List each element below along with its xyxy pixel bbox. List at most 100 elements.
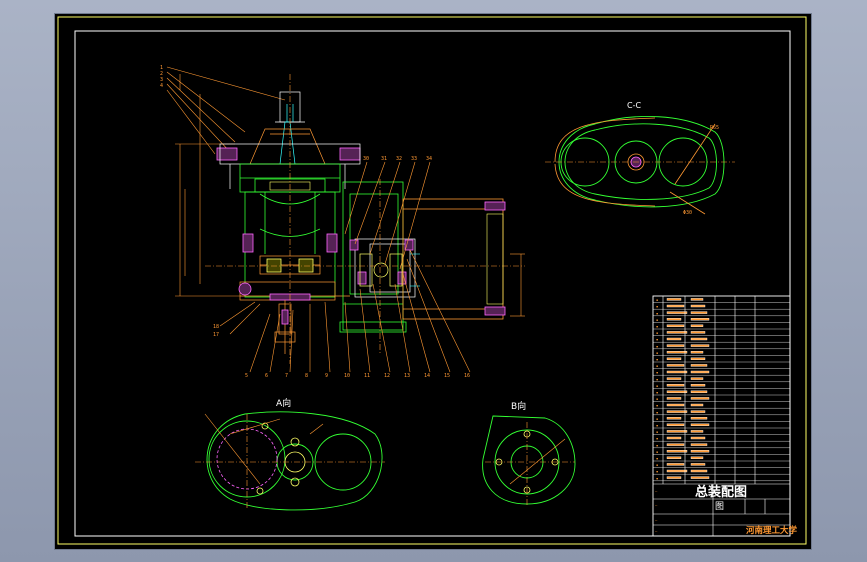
assembly-title: 总装配图 <box>695 484 747 500</box>
bom-cell-mark <box>666 351 688 354</box>
bom-cell-mark: ▪ <box>656 417 658 421</box>
bom-cell-mark <box>690 304 706 308</box>
bom-cell-mark <box>666 390 688 393</box>
inner-border <box>74 30 791 537</box>
bom-cell-mark: ▪ <box>656 384 658 388</box>
title-subtitle: 图 <box>715 501 724 512</box>
bom-cell-mark: ▪ <box>656 298 658 302</box>
bom-cell-mark <box>666 430 688 433</box>
bom-cell-mark <box>690 390 708 393</box>
bom-cell-mark <box>666 311 688 314</box>
drawing-sheet[interactable]: 1 2 3 4 <box>55 14 811 549</box>
bom-cell-mark <box>666 318 682 321</box>
bom-cell-mark <box>666 410 688 413</box>
svg-text:31: 31 <box>381 156 387 162</box>
bom-cell-mark <box>666 298 682 301</box>
bom-cell-mark <box>690 430 704 433</box>
bom-cell-mark: ▪ <box>656 450 658 454</box>
svg-text:R65: R65 <box>710 125 719 131</box>
svg-text:8: 8 <box>305 373 308 379</box>
bom-cell-mark <box>690 456 704 459</box>
bom-cell-mark: ▪ <box>656 463 658 467</box>
university-name: 河南理工大学 <box>746 525 798 536</box>
bom-cell-mark <box>690 410 706 413</box>
svg-text:17: 17 <box>213 332 219 338</box>
svg-text:10: 10 <box>344 373 350 379</box>
bom-cell-mark <box>690 377 704 380</box>
bom-cell-mark: ▪ <box>656 404 658 408</box>
bom-cell-mark <box>666 456 682 459</box>
bom-cell-mark: ▪ <box>656 338 658 342</box>
bom-cell-mark: ▪ <box>656 305 658 309</box>
bom-cell-mark: ▪ <box>656 470 658 474</box>
bom-cell-mark: ▪ <box>656 443 658 447</box>
svg-text:16: 16 <box>464 373 470 379</box>
bom-cell-mark <box>666 337 682 341</box>
bom-cell-mark: ▪ <box>656 391 658 395</box>
bom-cell-mark <box>666 417 682 420</box>
bom-cell-mark <box>690 344 710 347</box>
svg-text:—: — <box>655 502 658 507</box>
svg-text:34: 34 <box>426 156 432 162</box>
bom-cell-mark: ▪ <box>656 358 658 362</box>
bom-cell-mark <box>666 344 685 347</box>
bom-cell-mark: ▪ <box>656 430 658 434</box>
outer-border <box>57 16 807 545</box>
svg-text:7: 7 <box>285 373 288 379</box>
main-section-view[interactable]: 1 2 3 4 <box>160 65 525 379</box>
drawing-canvas[interactable]: 1 2 3 4 <box>55 14 811 549</box>
bom-cell-mark <box>666 403 685 407</box>
bom-cell-mark <box>690 357 706 360</box>
bom-cell-mark: ▪ <box>656 364 658 368</box>
section-cc-view[interactable]: C-C <box>545 101 735 216</box>
bom-cell-mark <box>690 384 706 387</box>
section-cc-label: C-C <box>627 101 641 110</box>
bom-cell-mark <box>690 450 710 453</box>
bom-cell-mark <box>690 298 704 301</box>
svg-text:—: — <box>655 517 658 522</box>
bom-cell-mark <box>690 443 708 446</box>
bom-cell-mark <box>666 377 682 380</box>
bom-cell-mark: ▪ <box>656 437 658 441</box>
svg-text:5: 5 <box>245 373 248 379</box>
bom-cell-mark: ▪ <box>656 351 658 355</box>
view-b[interactable]: B向 <box>482 400 576 506</box>
bom-cell-mark <box>666 357 682 360</box>
bom-cell-mark <box>666 469 688 473</box>
svg-text:2: 2 <box>160 71 163 77</box>
bom-cell-mark <box>690 436 706 440</box>
bom-cell-mark <box>690 351 704 354</box>
bom-cell-mark <box>690 370 710 374</box>
bom-cell-mark <box>690 337 708 341</box>
bom-cell-mark <box>690 364 708 367</box>
bom-cell-mark: ▪ <box>656 331 658 335</box>
bom-cell-mark: ▪ <box>656 410 658 414</box>
bom-cell-mark <box>690 318 710 321</box>
title-block[interactable]: ▪▪▪▪▪▪▪▪▪▪▪▪▪▪▪▪▪▪▪▪▪▪▪▪▪▪▪▪ 总装配图 图 河南理工… <box>652 295 798 537</box>
bom-cell-mark <box>666 463 685 466</box>
svg-text:14: 14 <box>424 373 430 379</box>
bom-cell-mark <box>666 450 688 453</box>
bom-cell-mark: ▪ <box>656 457 658 461</box>
bom-cell-mark <box>690 423 710 426</box>
view-a-label: A向 <box>276 397 291 409</box>
view-a[interactable]: A向 <box>195 397 385 511</box>
bom-cell-mark <box>666 397 682 400</box>
bom-cell-mark: ▪ <box>656 476 658 480</box>
svg-text:3: 3 <box>160 77 163 83</box>
svg-text:6: 6 <box>265 373 268 379</box>
bom-cell-mark: ▪ <box>656 311 658 315</box>
bom-cell-mark <box>666 304 685 308</box>
bom-cell-mark <box>690 476 710 479</box>
bom-cell-mark <box>666 370 688 374</box>
bom-cell-mark <box>666 423 685 426</box>
bom-cell-mark: ▪ <box>656 424 658 428</box>
bom-cell-mark <box>666 364 685 367</box>
svg-text:12: 12 <box>384 373 390 379</box>
svg-text:—: — <box>655 488 658 493</box>
bom-cell-mark <box>690 397 710 400</box>
bom-cell-mark <box>690 469 708 473</box>
svg-text:33: 33 <box>411 156 417 162</box>
svg-text:15: 15 <box>444 373 450 379</box>
